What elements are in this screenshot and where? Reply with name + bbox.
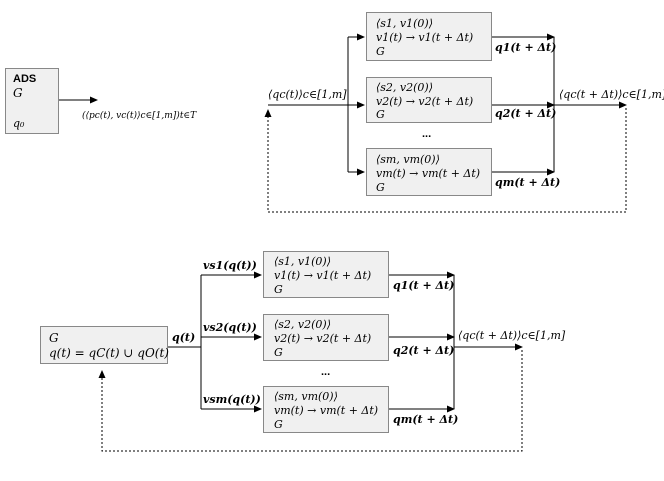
tr-box-m-line1: ⟨sm, vm(0)⟩ [376, 153, 440, 166]
tr-feedback-loop [264, 108, 627, 213]
tr-box-1-line3: G [376, 45, 385, 58]
bt-box-1-line1: ⟨s1, v1(0)⟩ [274, 255, 332, 268]
bt-in1-label: vs1(q(t)) [203, 259, 257, 272]
bt-box-2: ⟨s2, v2(0)⟩ v2(t) → v2(t + Δt) G [263, 314, 389, 361]
bt-box-1: ⟨s1, v1(0)⟩ v1(t) → v1(t + Δt) G [263, 251, 389, 298]
bt-q-label: q(t) [172, 331, 196, 344]
tr-box-2-line3: G [376, 108, 385, 121]
bt-box-m-line2: vm(t) → vm(t + Δt) [274, 404, 379, 417]
ads-output-label: (⟨pc(t), vc(t)⟩c∈[1,m])t∈T [82, 111, 197, 121]
tr-box-1-line2: v1(t) → v1(t + Δt) [376, 31, 474, 44]
ads-box-title: ADS [13, 73, 37, 85]
tr-box-1-line1: ⟨s1, v1(0)⟩ [376, 17, 434, 30]
bt-box-2-line1: ⟨s2, v2(0)⟩ [274, 318, 332, 331]
tr-outm-label: qm(t + Δt) [495, 176, 561, 189]
tr-output-label: ⟨qc(t + Δt)⟩c∈[1,m] [559, 88, 664, 101]
bt-left-box-q: q(t) = qC(t) ∪ qO(t) [49, 346, 169, 360]
bt-box-2-line2: v2(t) → v2(t + Δt) [274, 332, 372, 345]
tr-input-label: ⟨qc(t)⟩c∈[1,m] [268, 88, 347, 101]
ads-box-g: G [13, 86, 23, 100]
tr-box-2: ⟨s2, v2(0)⟩ v2(t) → v2(t + Δt) G [366, 77, 492, 123]
bt-output-label: ⟨qc(t + Δt)⟩c∈[1,m] [458, 329, 566, 342]
bt-outm-label: qm(t + Δt) [393, 413, 459, 426]
ads-box: ADS G q₀ [5, 68, 59, 134]
tr-box-m-line3: G [376, 181, 385, 194]
bt-out2-label: q2(t + Δt) [393, 344, 455, 357]
tr-out2-label: q2(t + Δt) [495, 107, 557, 120]
bt-inm-label: vsm(q(t)) [203, 393, 261, 406]
bt-box-m-line1: ⟨sm, vm(0)⟩ [274, 390, 338, 403]
bt-left-box: G q(t) = qC(t) ∪ qO(t) [40, 326, 169, 364]
bt-box-m: ⟨sm, vm(0)⟩ vm(t) → vm(t + Δt) G [263, 386, 389, 433]
tr-box-1: ⟨s1, v1(0)⟩ v1(t) → v1(t + Δt) G [366, 12, 492, 61]
bt-ellipsis: ... [321, 366, 331, 378]
ads-box-q0: q₀ [13, 117, 25, 130]
bt-box-1-line2: v1(t) → v1(t + Δt) [274, 269, 372, 282]
tr-box-m: ⟨sm, vm(0)⟩ vm(t) → vm(t + Δt) G [366, 148, 492, 196]
tr-ellipsis: ... [422, 128, 432, 140]
bt-in2-label: vs2(q(t)) [203, 321, 257, 334]
tr-box-2-line2: v2(t) → v2(t + Δt) [376, 95, 474, 108]
tr-box-m-line2: vm(t) → vm(t + Δt) [376, 167, 481, 180]
bt-box-m-line3: G [274, 418, 283, 431]
bt-box-1-line3: G [274, 283, 283, 296]
tr-out1-label: q1(t + Δt) [495, 41, 557, 54]
bt-feedback-loop [98, 350, 523, 452]
bt-box-2-line3: G [274, 346, 283, 359]
bt-left-box-g: G [49, 331, 59, 345]
tr-box-2-line1: ⟨s2, v2(0)⟩ [376, 81, 434, 94]
bt-out1-label: q1(t + Δt) [393, 279, 455, 292]
